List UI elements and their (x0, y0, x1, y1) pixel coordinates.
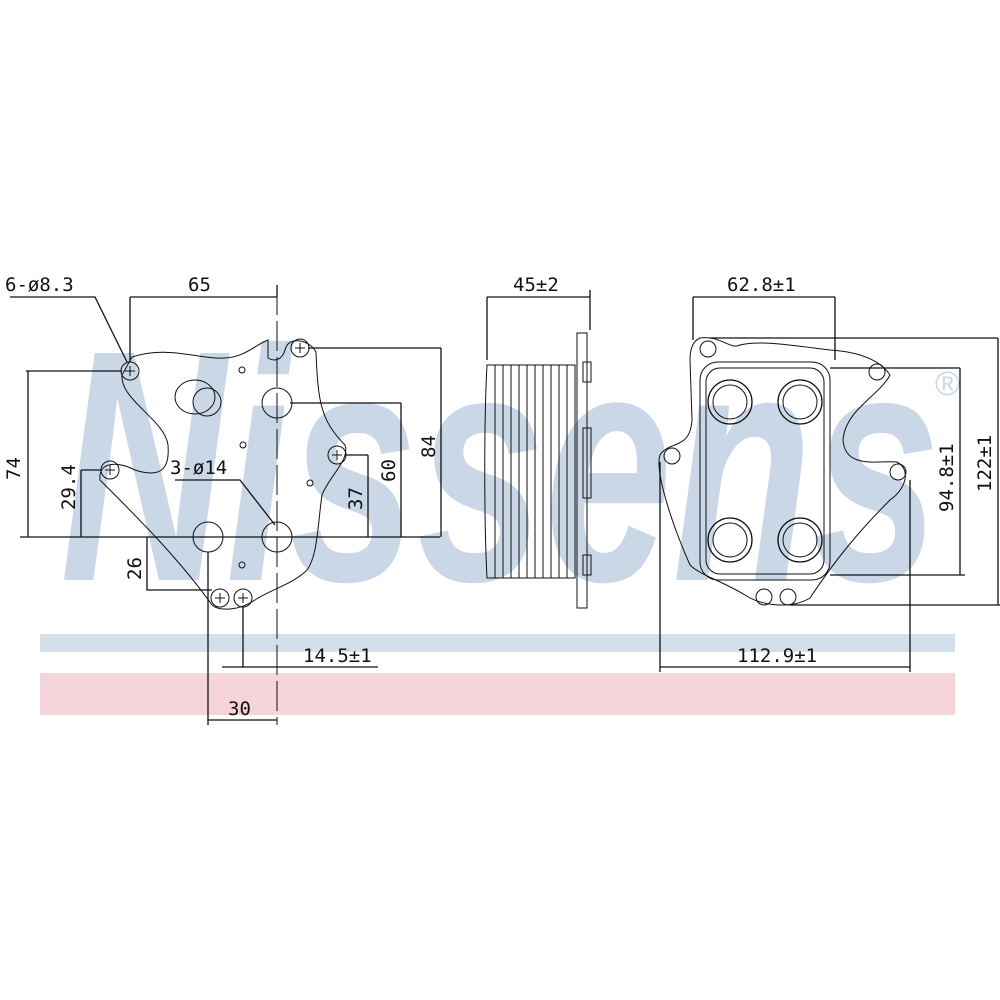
dim-74: 74 (3, 457, 25, 480)
front-view: 6-ø8.3 65 3-ø14 74 29.4 26 37 60 84 14.5… (3, 274, 442, 725)
dim-122: 122±1 (974, 435, 996, 492)
dim-30: 30 (228, 698, 251, 720)
dim-14-5: 14.5±1 (303, 645, 372, 667)
dim-60: 60 (378, 459, 400, 482)
watermark-logo: Nissens (60, 281, 940, 650)
dim-84: 84 (418, 435, 440, 458)
front-plate-outline (99, 339, 347, 610)
nissens-watermark: Nissens ® (40, 281, 960, 715)
dim-112-9: 112.9±1 (737, 645, 817, 667)
dim-26: 26 (124, 557, 146, 580)
rear-view: 62.8±1 94.8±1 122±1 112.9±1 (658, 274, 1000, 672)
dim-37: 37 (345, 487, 367, 510)
bolt-holes (100, 338, 347, 608)
rear-ports (707, 379, 823, 563)
watermark-blue-band (40, 634, 955, 652)
bolt-holes-label: 6-ø8.3 (5, 274, 74, 296)
port-holes-label: 3-ø14 (170, 457, 227, 479)
watermark-pink-band (40, 673, 955, 715)
side-view: 45±2 (484, 274, 592, 609)
registered-mark: ® (935, 365, 960, 403)
dim-62-8: 62.8±1 (727, 274, 796, 296)
dim-65: 65 (188, 274, 211, 296)
fitting (174, 379, 222, 417)
dim-29-4: 29.4 (58, 464, 80, 510)
dim-45: 45±2 (513, 274, 559, 296)
dim-94-8: 94.8±1 (936, 443, 958, 512)
rear-plate-outline (658, 337, 906, 606)
